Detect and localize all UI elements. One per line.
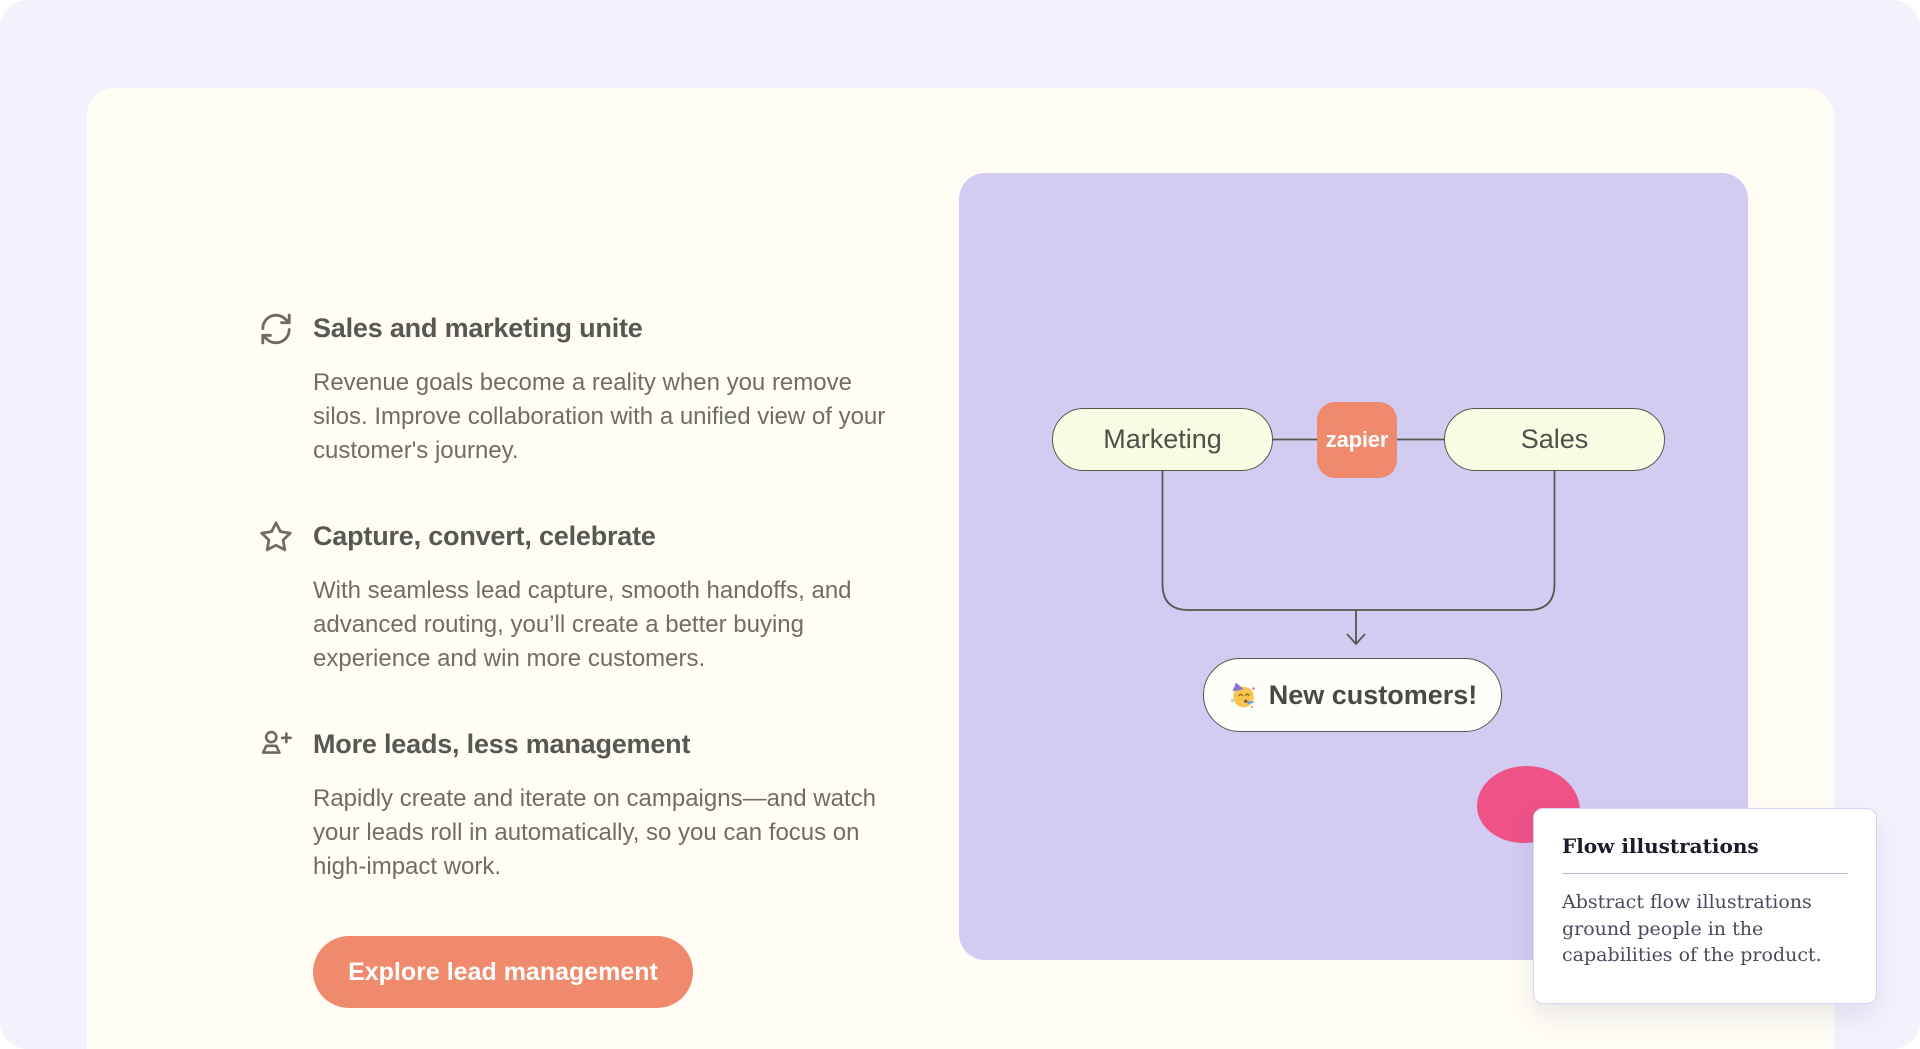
feature-section-more-leads: More leads, less management Rapidly crea… [257, 728, 977, 884]
flow-illustrations-tooltip: Flow illustrations Abstract flow illustr… [1533, 808, 1877, 1004]
person-add-icon [257, 726, 295, 764]
marketing-node: Marketing [1052, 408, 1273, 471]
tooltip-divider [1562, 873, 1848, 874]
new-customers-node: New customers! [1203, 658, 1502, 732]
feature-title: Sales and marketing unite [313, 313, 643, 343]
sync-icon [257, 310, 295, 348]
tooltip-title: Flow illustrations [1562, 834, 1759, 858]
explore-lead-management-button[interactable]: Explore lead management [313, 936, 693, 1008]
new-customers-label: New customers! [1268, 679, 1478, 710]
sales-node: Sales [1444, 408, 1665, 471]
star-icon [257, 518, 295, 556]
feature-body: Rapidly create and iterate on campaigns—… [313, 785, 876, 880]
feature-list: Sales and marketing unite Revenue goals … [257, 312, 977, 1008]
feature-text: More leads, less management Rapidly crea… [313, 728, 876, 884]
feature-body: With seamless lead capture, smooth hando… [313, 577, 852, 672]
content-card: Sales and marketing unite Revenue goals … [87, 88, 1834, 1049]
feature-text: Capture, convert, celebrate With seamles… [313, 520, 852, 676]
feature-body: Revenue goals become a reality when you … [313, 369, 886, 464]
zapier-node: zapier [1317, 402, 1397, 478]
party-face-emoji [1228, 680, 1258, 710]
feature-section-capture-convert: Capture, convert, celebrate With seamles… [257, 520, 977, 676]
feature-section-sales-marketing: Sales and marketing unite Revenue goals … [257, 312, 977, 468]
feature-title: More leads, less management [313, 729, 691, 759]
feature-text: Sales and marketing unite Revenue goals … [313, 312, 885, 468]
feature-title: Capture, convert, celebrate [313, 521, 656, 551]
tooltip-body: Abstract flow illustrations ground peopl… [1562, 891, 1822, 966]
